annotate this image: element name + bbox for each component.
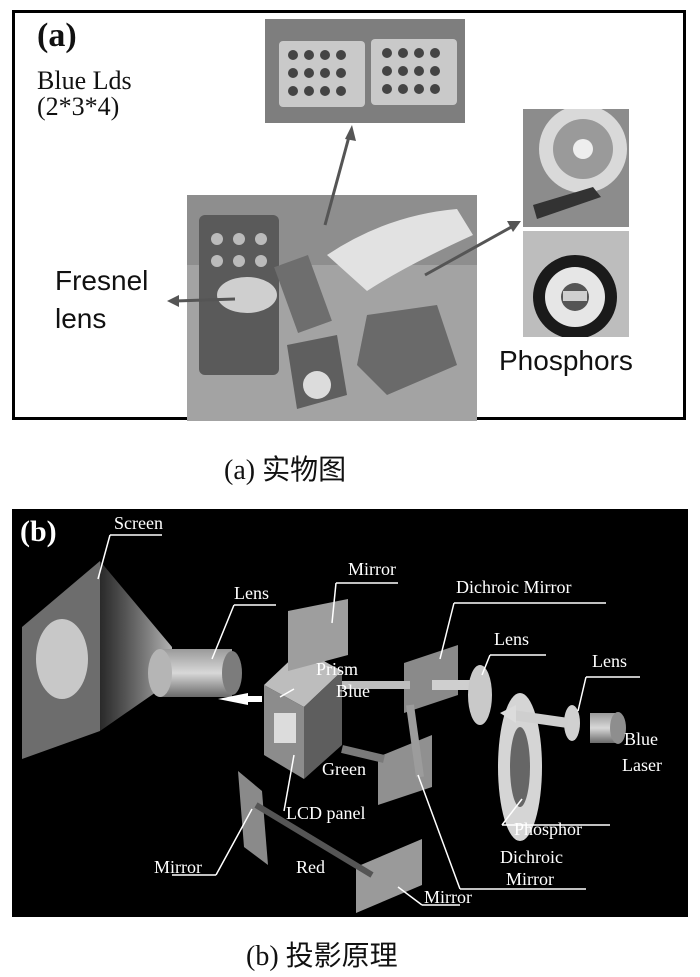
phosphor-wheel-photo-bottom bbox=[523, 231, 629, 337]
panel-a-arrows bbox=[167, 125, 521, 307]
blue-path-label: Blue bbox=[336, 681, 370, 701]
panel-b-caption: (b) 投影原理 bbox=[246, 941, 398, 972]
phosphors-label: Phosphors bbox=[499, 345, 633, 376]
screen-label: Screen bbox=[114, 513, 163, 533]
projector-parts-illustration bbox=[187, 195, 477, 421]
fresnel-lens-label: Fresnel bbox=[55, 265, 149, 296]
mirror-left-label: Mirror bbox=[154, 857, 202, 877]
phosphor-wheel-photo-top bbox=[523, 109, 629, 227]
dichroic-mirror-bottom-label-2: Mirror bbox=[506, 869, 554, 889]
mirror-top-label: Mirror bbox=[348, 559, 396, 579]
blue-laser-label-2: Laser bbox=[622, 755, 662, 775]
panel-a-label: (a) bbox=[37, 17, 77, 54]
led-modules-illustration bbox=[265, 19, 465, 123]
blue-lds-label: Blue Lds bbox=[37, 66, 132, 95]
panel-a-caption: (a) 实物图 bbox=[224, 455, 347, 486]
blue-laser-label-1: Blue bbox=[624, 729, 658, 749]
leader-lines bbox=[97, 534, 640, 906]
panel-a-photo-figure: (a) Blue Lds (2*3*4) bbox=[12, 10, 686, 421]
collimating-lens bbox=[468, 665, 492, 725]
dichroic-mirror-bottom-shape bbox=[378, 735, 432, 805]
phosphor-wheel-bottom-illustration bbox=[523, 231, 629, 337]
blue-lds-count-label: (2*3*4) bbox=[37, 92, 120, 121]
dichroic-mirror-top-label: Dichroic Mirror bbox=[456, 577, 572, 597]
laser-lens bbox=[564, 705, 580, 741]
prism-top bbox=[264, 649, 342, 707]
green-path-label: Green bbox=[322, 759, 366, 779]
dichroic-mirror-top-shape bbox=[404, 645, 458, 713]
mirror-left-shape bbox=[238, 771, 268, 865]
lens-right-label: Lens bbox=[592, 651, 627, 671]
panel-b-projection-diagram: (b) Screen Lens Mirror Dichroic Mirror L… bbox=[12, 509, 688, 917]
red-path-label: Red bbox=[296, 857, 325, 877]
lcd-panel-label: LCD panel bbox=[286, 803, 366, 823]
phosphor-label: Phosphor bbox=[514, 819, 583, 839]
projection-lens-label: Lens bbox=[234, 583, 269, 603]
blue-led-modules-photo bbox=[265, 19, 465, 123]
mirror-bottom-label: Mirror bbox=[424, 887, 472, 907]
dichroic-mirror-bottom-label-1: Dichroic bbox=[500, 847, 563, 867]
panel-b-label: (b) bbox=[20, 515, 57, 548]
phosphor-wheel-top-illustration bbox=[523, 109, 629, 227]
disassembled-projector-photo bbox=[187, 195, 477, 421]
lens-middle-label: Lens bbox=[494, 629, 529, 649]
fresnel-lens-label-2: lens bbox=[55, 303, 107, 334]
mirror-bottom-shape bbox=[356, 839, 422, 913]
projection-schematic bbox=[22, 534, 640, 913]
prism-label: Prism bbox=[316, 659, 359, 679]
